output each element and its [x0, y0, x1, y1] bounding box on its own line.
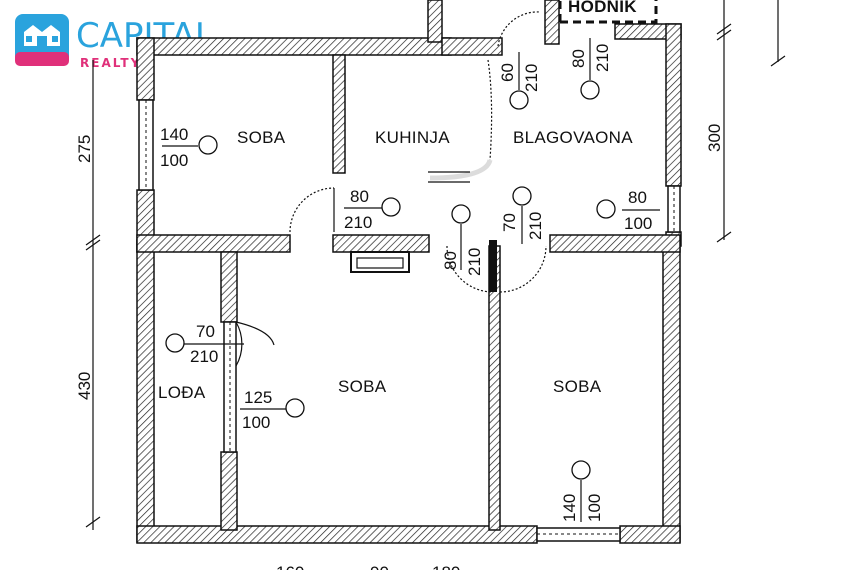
wall-bottom-right — [619, 525, 681, 544]
mid-door-w: 80 — [441, 251, 460, 270]
logo-mark-icon — [15, 14, 69, 66]
dim-left-bottom: 430 — [75, 372, 94, 400]
dim-bottom-b: 90 — [370, 563, 389, 570]
wall-right-upper — [665, 23, 682, 187]
right-door-h: 210 — [526, 212, 545, 240]
hodnik-door-w: 80 — [569, 49, 588, 68]
opening-markers — [162, 80, 660, 480]
wall-left-3 — [136, 239, 155, 543]
lodja-window-h: 100 — [242, 413, 270, 432]
hodnik-boundary — [558, 0, 658, 24]
lodja-door-h: 210 — [190, 347, 218, 366]
right-door-w: 70 — [500, 213, 519, 232]
dim-bottom-a: 160 — [276, 563, 304, 570]
kitchen-door-h: 210 — [522, 64, 541, 92]
wall-top-stub — [427, 0, 443, 43]
wall-bottom-left — [136, 525, 538, 544]
vertical-labels: 80 210 60 210 70 210 80 210 140 100 — [441, 38, 612, 522]
lodja-window-w: 125 — [244, 388, 272, 407]
wall-mid-a — [332, 234, 430, 253]
soba-door-h: 210 — [344, 213, 372, 232]
wall-right-lower — [662, 239, 681, 543]
kitchen-door-w: 60 — [498, 63, 517, 82]
logo-sub: REALTY — [80, 56, 141, 70]
room-kuhinja: KUHINJA — [375, 128, 450, 147]
room-soba-right: SOBA — [553, 377, 602, 396]
wall-soba-kuhinja — [332, 54, 346, 174]
room-soba-top: SOBA — [237, 128, 286, 147]
room-lodja: LOĐA — [158, 383, 206, 402]
blagovaona-window-w: 80 — [628, 188, 647, 207]
walls — [136, 0, 682, 544]
wall-top-left — [136, 37, 452, 56]
duct-box — [350, 251, 410, 273]
wall-top-mid — [441, 37, 503, 56]
dim-right: 300 — [705, 124, 724, 152]
soba-window-h: 100 — [160, 151, 188, 170]
mid-door-h: 210 — [465, 248, 484, 276]
room-blagovaona: BLAGOVAONA — [513, 128, 633, 147]
windows — [138, 99, 681, 542]
wall-mid-right — [549, 234, 681, 253]
hodnik-door-h: 210 — [593, 44, 612, 72]
bottom-window-w: 140 — [560, 494, 579, 522]
bottom-window-h: 100 — [585, 494, 604, 522]
wall-mid-left — [136, 234, 291, 253]
dimension-lines — [85, 0, 786, 530]
blagovaona-window-h: 100 — [624, 214, 652, 233]
wall-left-1 — [136, 37, 155, 101]
wall-lodja-top — [220, 251, 238, 323]
door-leaf-mid — [489, 240, 497, 292]
dim-bottom-c: 180 — [432, 563, 460, 570]
door-swings — [235, 11, 547, 367]
dim-left-top: 275 — [75, 135, 94, 163]
soba-window-w: 140 — [160, 125, 188, 144]
room-hodnik: HODNIK — [568, 0, 637, 16]
soba-door-w: 80 — [350, 187, 369, 206]
wall-lodja-bottom — [220, 451, 238, 531]
wall-hodnik-left — [544, 0, 560, 45]
lodja-door-w: 70 — [196, 322, 215, 341]
room-soba-mid: SOBA — [338, 377, 387, 396]
